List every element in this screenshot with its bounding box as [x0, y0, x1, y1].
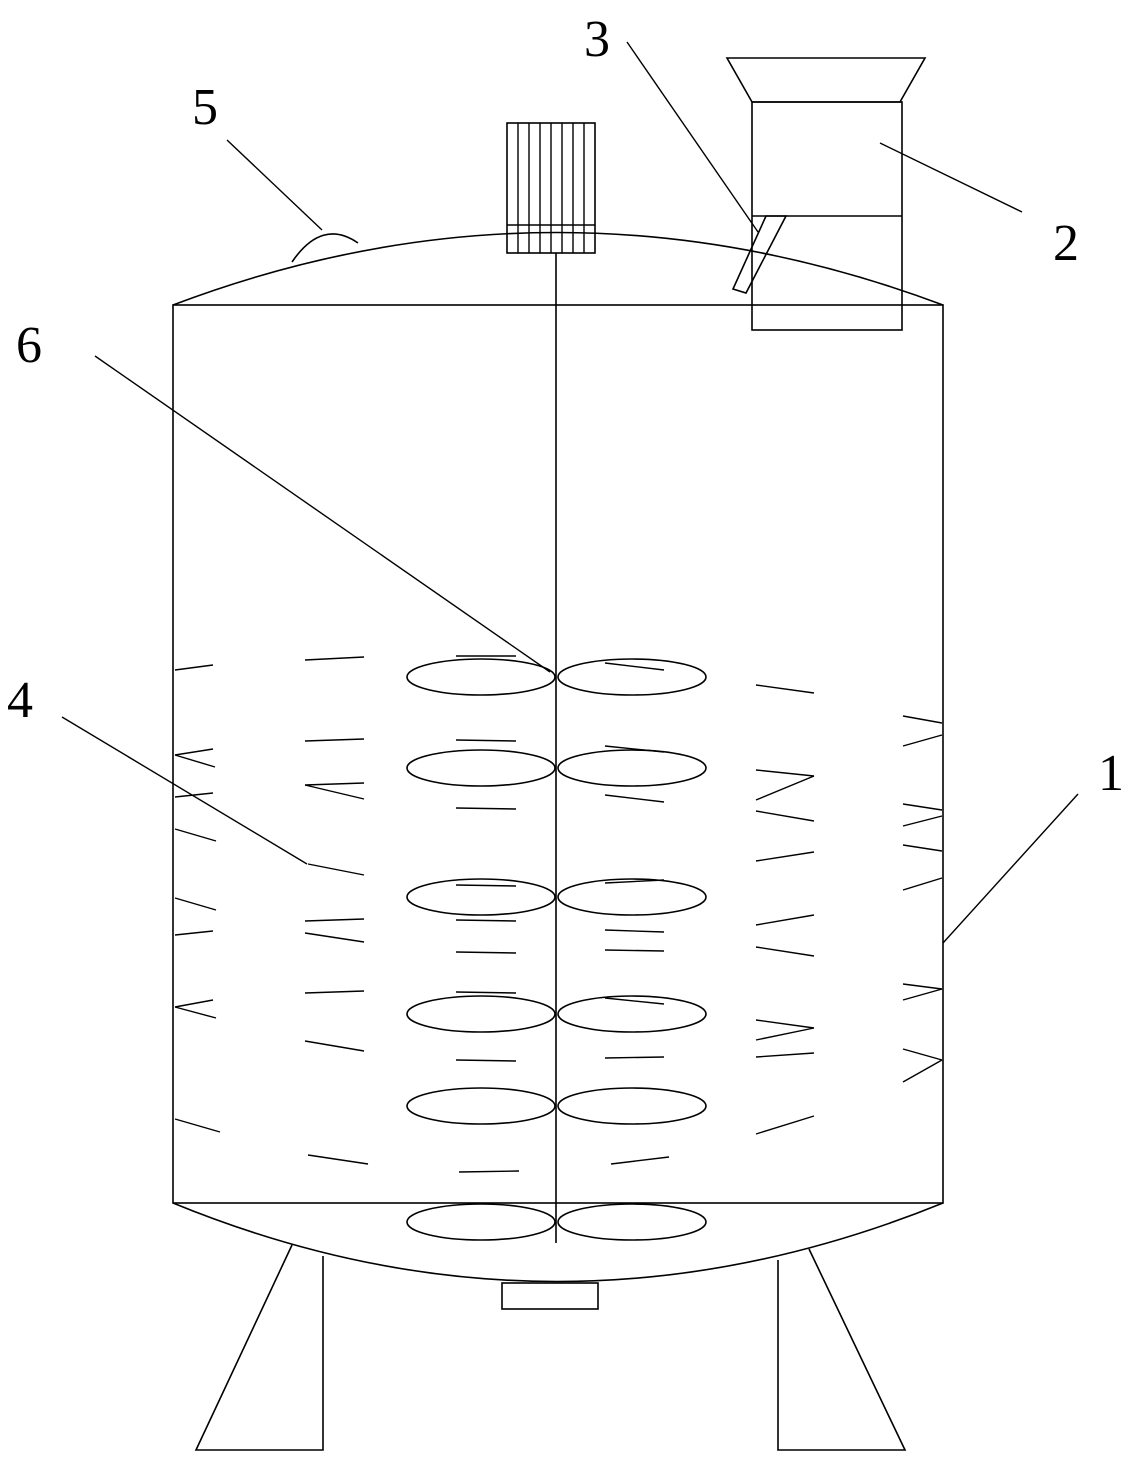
label-tank: 1: [1098, 745, 1124, 802]
bottom-outlet: [501, 1282, 599, 1310]
baffle-stroke: [902, 877, 943, 891]
left-leg: [194, 1244, 324, 1451]
leader-lines: [61, 41, 1079, 944]
baffle-stroke: [455, 951, 517, 954]
impeller-blade: [557, 749, 707, 787]
baffle-stroke: [174, 897, 217, 911]
baffle-stroke: [174, 1118, 221, 1133]
baffle-stroke: [755, 1115, 815, 1135]
baffle-stroke: [174, 792, 214, 798]
baffle-stroke: [174, 1006, 217, 1019]
baffle-stroke: [755, 769, 815, 777]
baffle-stroke: [455, 991, 517, 994]
baffle-stroke: [604, 929, 665, 933]
baffle-stroke: [455, 807, 517, 810]
baffle-stroke: [902, 734, 943, 747]
impeller-blade: [557, 995, 707, 1033]
tank-body: [172, 231, 944, 1283]
baffle-stroke: [604, 997, 665, 1005]
baffle-stroke: [604, 1056, 665, 1059]
baffle-stroke: [902, 803, 943, 811]
label-baffle: 4: [7, 672, 33, 729]
baffle-stroke: [304, 1040, 365, 1052]
baffle-strokes: [174, 655, 943, 1173]
baffle-stroke: [174, 930, 214, 936]
baffle-stroke: [902, 1048, 943, 1061]
label-chute: 3: [584, 11, 610, 68]
label-hopper: 2: [1053, 215, 1079, 272]
label-vent: 5: [192, 79, 218, 136]
label-impeller: 6: [16, 317, 42, 374]
baffle-stroke: [755, 1052, 815, 1058]
baffle-stroke: [174, 754, 216, 768]
baffle-stroke: [604, 745, 665, 753]
baffle-stroke: [610, 1156, 670, 1165]
baffle-stroke: [304, 990, 365, 994]
baffle-stroke: [902, 844, 943, 852]
baffle-stroke: [307, 863, 365, 876]
baffle-stroke: [604, 794, 665, 803]
baffle-stroke: [458, 1170, 520, 1173]
impeller-blade: [406, 878, 556, 916]
feed-chute: [731, 215, 788, 294]
impeller-blade: [406, 1203, 556, 1241]
feed-hopper: [725, 57, 927, 331]
baffle-stroke: [755, 946, 815, 957]
impeller-blades: [406, 658, 707, 1241]
impeller-blade: [557, 1087, 707, 1125]
impeller-blade: [557, 1203, 707, 1241]
impeller-blade: [557, 878, 707, 916]
baffle-stroke: [902, 988, 943, 1001]
baffle-stroke: [174, 999, 214, 1008]
baffle-stroke: [304, 656, 365, 661]
motor: [506, 122, 596, 254]
baffle-stroke: [174, 748, 214, 756]
baffle-stroke: [902, 815, 943, 827]
baffle-stroke: [174, 664, 214, 671]
baffle-stroke: [304, 782, 365, 786]
impeller-blade: [406, 1087, 556, 1125]
impeller-blade: [406, 749, 556, 787]
baffle-stroke: [455, 884, 517, 887]
baffle-stroke: [902, 1059, 943, 1083]
vent-dome: [291, 233, 359, 263]
baffle-stroke: [304, 918, 365, 922]
baffle-stroke: [902, 983, 943, 990]
baffle-stroke: [755, 1027, 815, 1041]
impeller-blade: [406, 658, 556, 696]
baffle-stroke: [755, 684, 815, 694]
baffle-stroke: [755, 1019, 815, 1029]
baffle-stroke: [604, 662, 665, 671]
baffle-stroke: [755, 775, 815, 801]
baffle-stroke: [755, 851, 815, 862]
baffle-stroke: [902, 715, 943, 724]
baffle-stroke: [304, 738, 365, 742]
baffle-stroke: [604, 879, 665, 884]
baffle-stroke: [455, 919, 517, 922]
baffle-stroke: [755, 810, 815, 822]
impeller-blade: [557, 658, 707, 696]
baffle-stroke: [304, 784, 365, 800]
baffle-stroke: [304, 932, 365, 943]
baffle-stroke: [755, 914, 815, 926]
baffle-stroke: [455, 739, 517, 742]
baffle-stroke: [307, 1154, 369, 1165]
impeller-blade: [406, 995, 556, 1033]
baffle-stroke: [174, 828, 217, 842]
baffle-stroke: [604, 949, 665, 952]
right-leg: [777, 1248, 907, 1451]
baffle-stroke: [455, 1059, 517, 1062]
